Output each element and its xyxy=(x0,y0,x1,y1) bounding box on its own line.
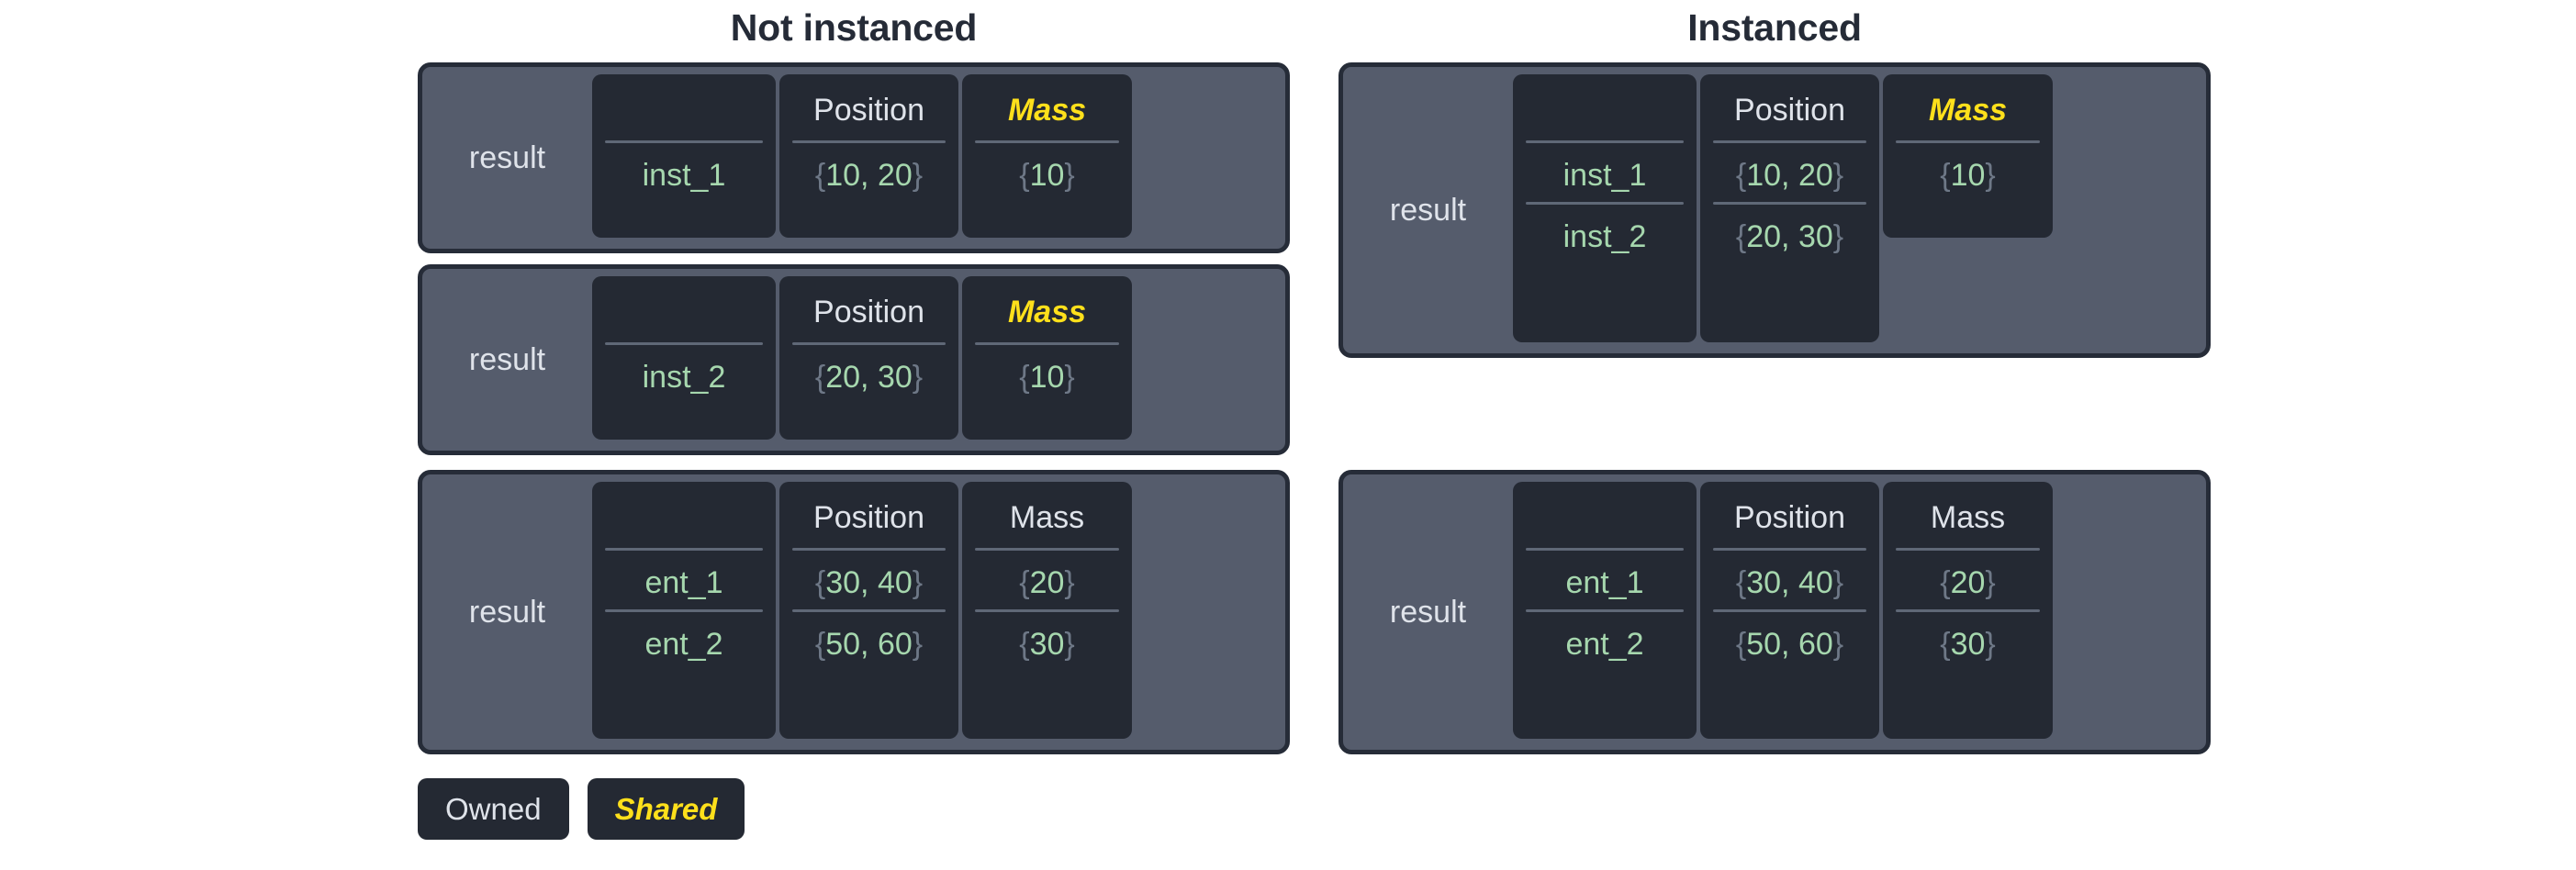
header-rule xyxy=(1896,140,2040,143)
column-mass: Mass {10} xyxy=(962,276,1132,440)
header-rule xyxy=(1526,140,1684,143)
column-header-name xyxy=(592,491,776,548)
column-position: Position {10, 20} xyxy=(779,74,958,238)
cell-position: {30, 40} xyxy=(1735,565,1844,600)
header-rule xyxy=(975,342,1119,345)
column-instanced: Instanced xyxy=(1338,0,2211,47)
column-name: ent_1 ent_2 xyxy=(592,482,776,739)
column-name: ent_1 ent_2 xyxy=(1513,482,1697,739)
header-rule xyxy=(605,342,763,345)
row-rule xyxy=(792,609,946,612)
result-label: result xyxy=(468,341,546,377)
result-label: result xyxy=(1389,192,1467,228)
table-not-instanced-1: result inst_1 Position {10, 20} Mass {10… xyxy=(418,62,1290,253)
column-title-instanced: Instanced xyxy=(1687,6,1862,49)
row-rule xyxy=(1713,202,1866,205)
row-rule xyxy=(1713,609,1866,612)
header-rule xyxy=(1713,140,1866,143)
cell-mass: {20} xyxy=(1940,565,1996,600)
column-header-mass: Mass xyxy=(1928,93,2008,128)
column-mass: Mass {20} {30} xyxy=(962,482,1132,739)
header-rule xyxy=(1896,548,2040,551)
header-rule xyxy=(792,342,946,345)
column-header-name xyxy=(592,84,776,140)
cell-name: ent_1 xyxy=(1565,565,1644,600)
header-rule xyxy=(792,548,946,551)
column-name: inst_1 xyxy=(592,74,776,238)
cell-position: {10, 20} xyxy=(814,158,924,193)
cell-mass: {30} xyxy=(1940,627,1996,662)
cell-mass: {10} xyxy=(1019,158,1075,193)
column-header-position: Position xyxy=(1734,93,1845,128)
row-rule xyxy=(1896,609,2040,612)
header-rule xyxy=(605,548,763,551)
table-columns: inst_2 Position {20, 30} Mass {10} xyxy=(592,269,1285,451)
result-label: result xyxy=(1389,594,1467,630)
legend-chip-shared: Shared xyxy=(587,778,745,840)
column-position: Position {20, 30} xyxy=(779,276,958,440)
cell-mass: {20} xyxy=(1019,565,1075,600)
column-header-name xyxy=(1513,84,1697,140)
cell-mass: {10} xyxy=(1019,360,1075,395)
column-header-mass: Mass xyxy=(1007,295,1087,329)
column-mass: Mass {10} xyxy=(962,74,1132,238)
cell-mass: {10} xyxy=(1940,158,1996,193)
result-label: result xyxy=(468,594,546,630)
legend: Owned Shared xyxy=(418,778,745,840)
column-header-name xyxy=(592,285,776,342)
column-not-instanced: Not instanced xyxy=(418,0,1290,47)
column-header-position: Position xyxy=(813,295,924,329)
column-header-position: Position xyxy=(813,93,924,128)
column-position: Position {30, 40} {50, 60} xyxy=(779,482,958,739)
column-header-mass: Mass xyxy=(1930,500,2006,535)
column-title-not-instanced: Not instanced xyxy=(730,6,978,49)
column-position: Position {30, 40} {50, 60} xyxy=(1700,482,1879,739)
table-columns: ent_1 ent_2 Position {30, 40} {50, 60} M… xyxy=(592,474,1285,750)
header-rule xyxy=(975,548,1119,551)
header-rule xyxy=(975,140,1119,143)
cell-mass: {30} xyxy=(1019,627,1075,662)
cell-name: ent_2 xyxy=(644,627,723,662)
cell-position: {20, 30} xyxy=(814,360,924,395)
header-rule xyxy=(605,140,763,143)
row-rule xyxy=(1526,609,1684,612)
column-position: Position {10, 20} {20, 30} xyxy=(1700,74,1879,342)
table-columns: ent_1 ent_2 Position {30, 40} {50, 60} M… xyxy=(1513,474,2206,750)
cell-position: {50, 60} xyxy=(1735,627,1844,662)
cell-name: inst_1 xyxy=(642,158,726,193)
column-mass: Mass {20} {30} xyxy=(1883,482,2053,739)
column-mass-shared: Mass {10} xyxy=(1883,74,2053,238)
column-header-mass: Mass xyxy=(1007,93,1087,128)
cell-name: ent_2 xyxy=(1565,627,1644,662)
column-header-position: Position xyxy=(1734,500,1845,535)
table-not-instanced-2: result inst_2 Position {20, 30} Mass {10… xyxy=(418,264,1290,455)
legend-chip-owned: Owned xyxy=(418,778,569,840)
table-not-instanced-3: result ent_1 ent_2 Position {30, 40} {50… xyxy=(418,470,1290,754)
cell-position: {30, 40} xyxy=(814,565,924,600)
cell-position: {50, 60} xyxy=(814,627,924,662)
table-instanced-2: result ent_1 ent_2 Position {30, 40} {50… xyxy=(1338,470,2211,754)
column-name: inst_1 inst_2 xyxy=(1513,74,1697,342)
cell-name: inst_2 xyxy=(1562,219,1647,254)
row-rule xyxy=(605,609,763,612)
column-name: inst_2 xyxy=(592,276,776,440)
table-columns: inst_1 inst_2 Position {10, 20} {20, 30}… xyxy=(1513,67,2206,353)
header-rule xyxy=(1526,548,1684,551)
header-rule xyxy=(1713,548,1866,551)
cell-position: {10, 20} xyxy=(1735,158,1844,193)
cell-name: inst_2 xyxy=(642,360,726,395)
table-columns: inst_1 Position {10, 20} Mass {10} xyxy=(592,67,1285,249)
header-rule xyxy=(792,140,946,143)
row-rule xyxy=(975,609,1119,612)
column-header-position: Position xyxy=(813,500,924,535)
table-instanced-1: result inst_1 inst_2 Position {10, 20} {… xyxy=(1338,62,2211,358)
cell-name: inst_1 xyxy=(1562,158,1647,193)
row-rule xyxy=(1526,202,1684,205)
cell-name: ent_1 xyxy=(644,565,723,600)
column-header-name xyxy=(1513,491,1697,548)
result-label: result xyxy=(468,139,546,175)
column-header-mass: Mass xyxy=(1009,500,1085,535)
cell-position: {20, 30} xyxy=(1735,219,1844,254)
